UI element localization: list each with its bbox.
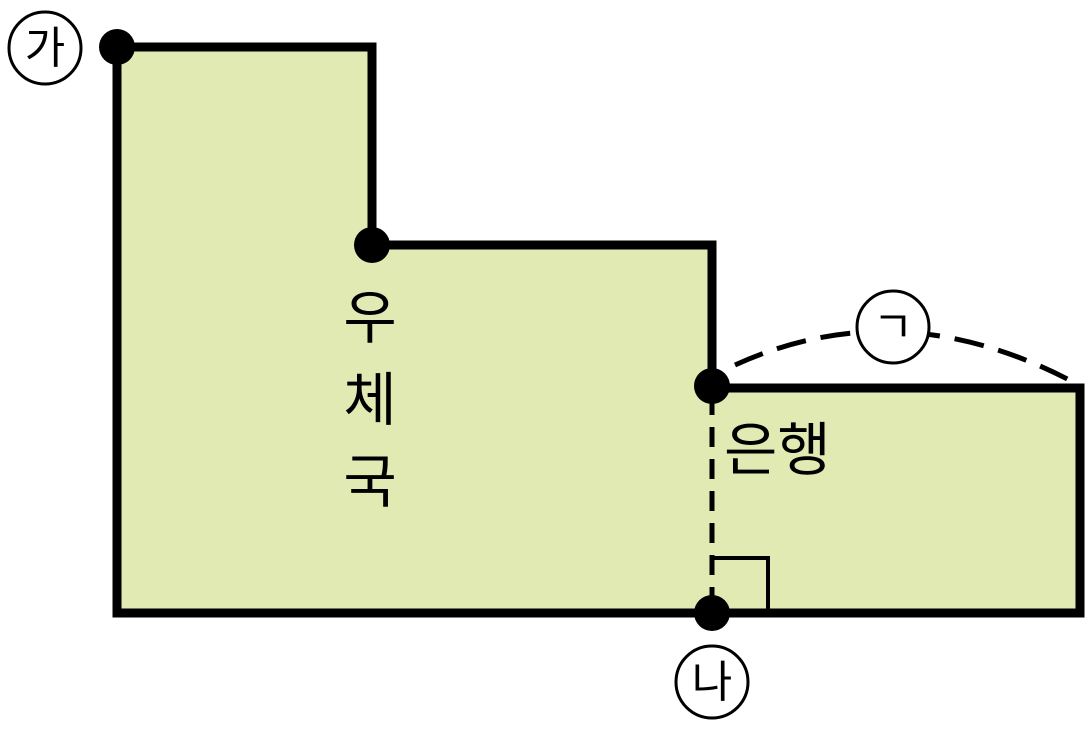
point-na-label: 나 xyxy=(692,657,732,708)
distance-arc xyxy=(733,329,1077,386)
point-na-dot xyxy=(694,595,730,631)
giyeok-label: ㄱ xyxy=(873,302,913,353)
bank-label: 은행 xyxy=(724,416,831,484)
post-office-label-char-1: 우 xyxy=(343,284,396,352)
point-na-label-circle xyxy=(674,644,750,720)
post-office-dot xyxy=(354,227,390,263)
right-angle-mark xyxy=(712,556,770,613)
point-ga-label: 가 xyxy=(25,23,65,74)
bank-dot xyxy=(694,368,730,404)
point-ga-label-circle xyxy=(7,10,83,86)
giyeok-label-circle xyxy=(855,289,931,365)
post-office-label-char-2: 체 xyxy=(343,366,396,434)
post-office-label-char-3: 국 xyxy=(343,448,396,516)
stepped-region xyxy=(112,42,1085,618)
point-ga-dot xyxy=(99,29,135,65)
